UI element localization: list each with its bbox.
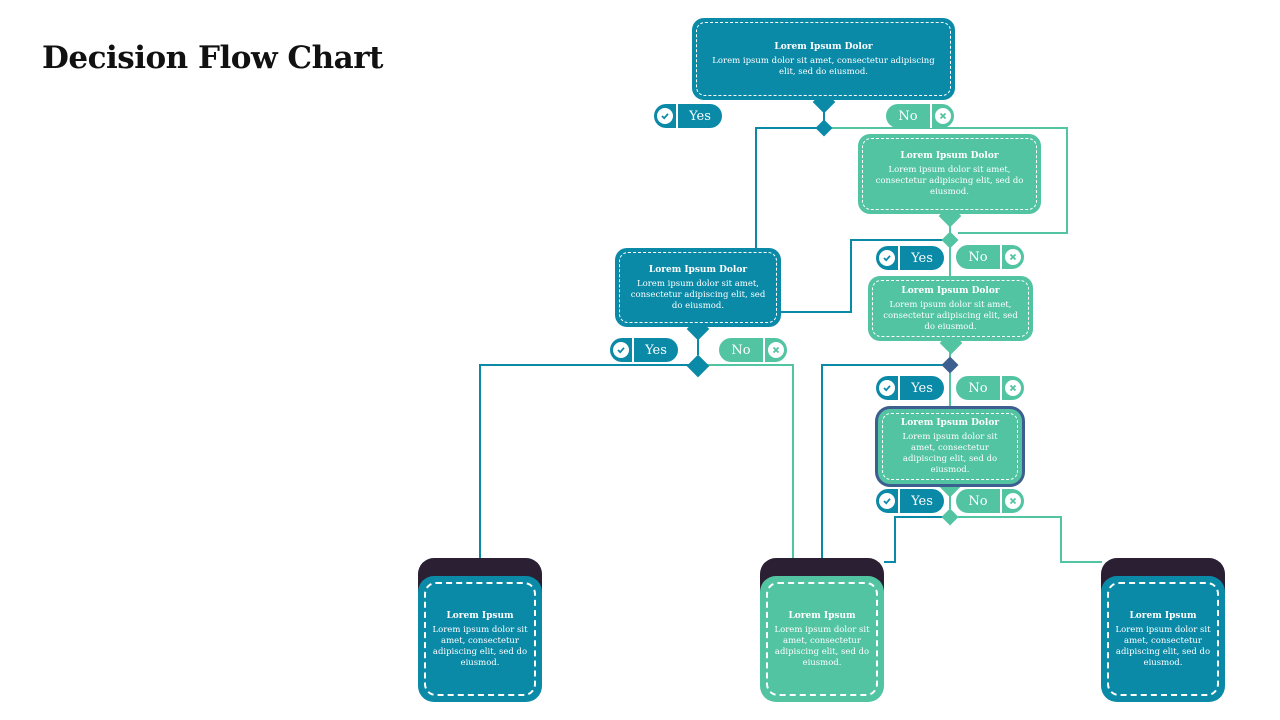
no-label: No bbox=[956, 489, 1024, 513]
end-card-text: Lorem ipsum dolor sit amet, consectetur … bbox=[432, 624, 528, 668]
yes-label: Yes bbox=[876, 246, 944, 270]
no-text: No bbox=[898, 108, 918, 124]
end-card-right: Lorem Ipsum Lorem ipsum dolor sit amet, … bbox=[1101, 558, 1225, 702]
end-card-text: Lorem ipsum dolor sit amet, consectetur … bbox=[774, 624, 870, 668]
node-title: Lorem Ipsum Dolor bbox=[900, 151, 999, 161]
node-title: Lorem Ipsum Dolor bbox=[900, 418, 1000, 428]
connector bbox=[958, 516, 1102, 563]
no-label: No bbox=[886, 104, 954, 128]
node-text: Lorem ipsum dolor sit amet, consectetur … bbox=[902, 432, 998, 475]
check-icon bbox=[654, 104, 678, 128]
connector bbox=[780, 239, 944, 313]
no-text: No bbox=[968, 249, 988, 265]
node-text: Lorem ipsum dolor sit amet, consectetur … bbox=[712, 55, 935, 77]
connector bbox=[706, 364, 794, 560]
end-card-title: Lorem Ipsum bbox=[788, 610, 856, 621]
node-title: Lorem Ipsum Dolor bbox=[901, 285, 1000, 296]
no-text: No bbox=[968, 380, 988, 396]
yes-text: Yes bbox=[645, 342, 667, 358]
connector bbox=[884, 516, 944, 563]
end-card-middle: Lorem Ipsum Lorem ipsum dolor sit amet, … bbox=[760, 558, 884, 702]
check-icon bbox=[876, 376, 900, 400]
no-label: No bbox=[956, 376, 1024, 400]
no-text: No bbox=[731, 342, 751, 358]
decision-node-right-3: Lorem Ipsum Dolor Lorem ipsum dolor sit … bbox=[878, 409, 1022, 484]
yes-label: Yes bbox=[876, 376, 944, 400]
page-title: Decision Flow Chart bbox=[42, 40, 383, 76]
no-label: No bbox=[719, 338, 787, 362]
x-icon bbox=[1000, 376, 1024, 400]
yes-text: Yes bbox=[911, 250, 933, 266]
end-card-left: Lorem Ipsum Lorem ipsum dolor sit amet, … bbox=[418, 558, 542, 702]
connector bbox=[479, 364, 690, 560]
check-icon bbox=[610, 338, 634, 362]
connector bbox=[821, 364, 944, 560]
node-title: Lorem Ipsum Dolor bbox=[648, 264, 748, 275]
yes-text: Yes bbox=[911, 493, 933, 509]
decision-node-right-1: Lorem Ipsum Dolor Lorem ipsum dolor sit … bbox=[858, 134, 1041, 214]
node-text: Lorem ipsum dolor sit amet, consectetur … bbox=[630, 278, 766, 311]
check-icon bbox=[876, 246, 900, 270]
decision-node-root: Lorem Ipsum Dolor Lorem ipsum dolor sit … bbox=[692, 18, 955, 100]
no-label: No bbox=[956, 245, 1024, 269]
connector bbox=[830, 127, 1068, 234]
decision-node-right-2: Lorem Ipsum Dolor Lorem ipsum dolor sit … bbox=[868, 276, 1033, 341]
node-text: Lorem ipsum dolor sit amet, consectetur … bbox=[883, 299, 1018, 332]
node-text: Lorem ipsum dolor sit amet, consectetur … bbox=[875, 165, 1024, 197]
yes-label: Yes bbox=[654, 104, 722, 128]
end-card-text: Lorem ipsum dolor sit amet, consectetur … bbox=[1115, 624, 1211, 668]
yes-text: Yes bbox=[689, 108, 711, 124]
x-icon bbox=[763, 338, 787, 362]
node-title: Lorem Ipsum Dolor bbox=[774, 41, 873, 52]
yes-text: Yes bbox=[911, 380, 933, 396]
end-card-title: Lorem Ipsum bbox=[1129, 610, 1197, 621]
yes-label: Yes bbox=[876, 489, 944, 513]
check-icon bbox=[876, 489, 900, 513]
yes-label: Yes bbox=[610, 338, 678, 362]
x-icon bbox=[1000, 489, 1024, 513]
decision-node-left-1: Lorem Ipsum Dolor Lorem ipsum dolor sit … bbox=[615, 248, 781, 327]
x-icon bbox=[1000, 245, 1024, 269]
connector bbox=[755, 127, 818, 249]
end-card-title: Lorem Ipsum bbox=[446, 610, 514, 621]
x-icon bbox=[930, 104, 954, 128]
no-text: No bbox=[968, 493, 988, 509]
